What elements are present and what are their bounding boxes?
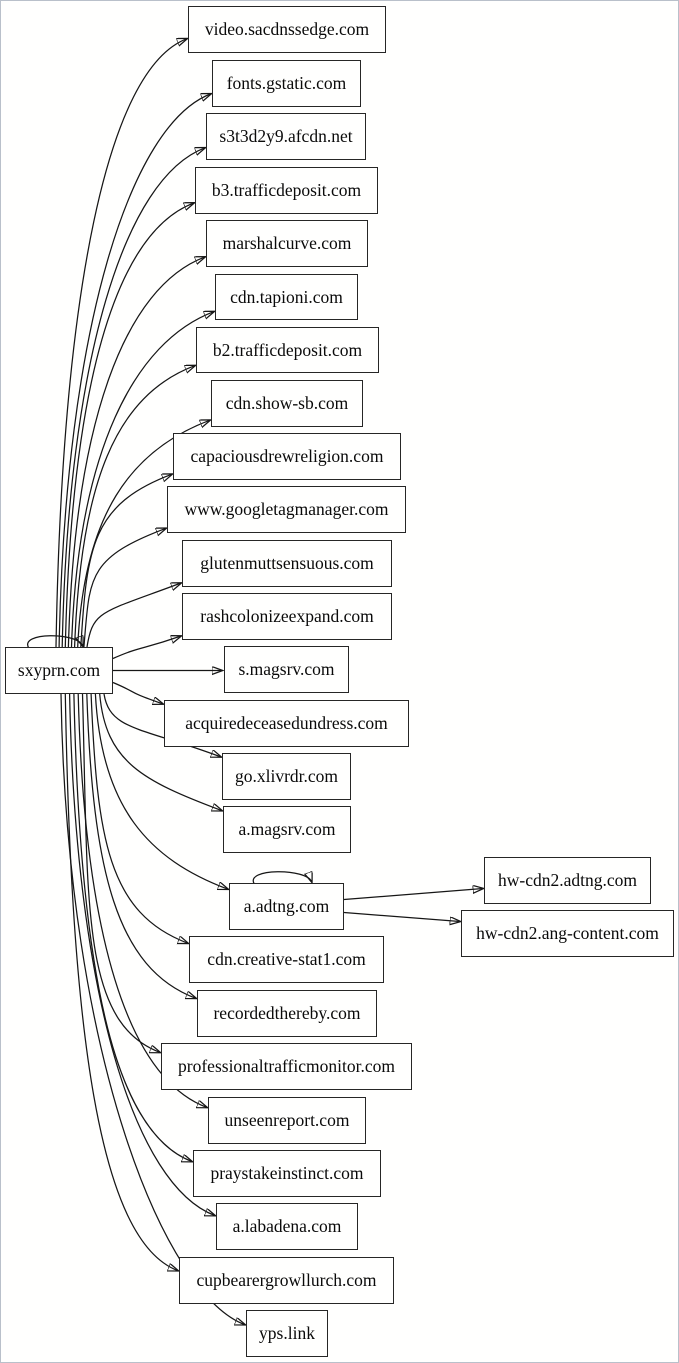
graph-node-capaciousdrewreligion: capaciousdrewreligion.com xyxy=(173,433,401,480)
graph-node-label: marshalcurve.com xyxy=(222,233,352,253)
graph-node-www_googletagmanager: www.googletagmanager.com xyxy=(167,486,406,533)
graph-node-label: hw-cdn2.ang-content.com xyxy=(476,923,659,943)
edge-sxyprn-to-a_adtng xyxy=(94,693,228,889)
graph-node-label: rashcolonizeexpand.com xyxy=(200,606,374,626)
edge-sxyprn-to-cupbearergrowllurch xyxy=(64,693,178,1271)
graph-node-label: cdn.show-sb.com xyxy=(225,393,349,413)
graph-node-sxyprn: sxyprn.com xyxy=(5,647,113,694)
edge-sxyprn-to-praystakeinstinct xyxy=(73,693,192,1162)
edge-sxyprn-to-cdn_creative_stat1 xyxy=(90,693,188,943)
edge-sxyprn-to-fonts_gstatic xyxy=(58,94,211,648)
edge-a_adtng-to-hw_cdn2_adtng xyxy=(343,889,483,901)
graph-node-label: www.googletagmanager.com xyxy=(184,499,389,519)
graph-node-b3_trafficdeposit: b3.trafficdeposit.com xyxy=(195,167,378,214)
edge-sxyprn-to-rashcolonizeexpand xyxy=(112,636,181,660)
edge-sxyprn-to-www_googletagmanager xyxy=(83,528,166,648)
graph-node-recordedthereby: recordedthereby.com xyxy=(197,990,377,1037)
graph-node-label: professionaltrafficmonitor.com xyxy=(178,1056,395,1076)
graph-node-label: cdn.tapioni.com xyxy=(230,286,343,307)
graph-node-label: capaciousdrewreligion.com xyxy=(190,446,384,466)
graph-node-cdn_show_sb: cdn.show-sb.com xyxy=(211,380,363,427)
graph-node-cdn_creative_stat1: cdn.creative-stat1.com xyxy=(189,936,384,983)
graph-node-label: hw-cdn2.adtng.com xyxy=(498,870,637,890)
graph-node-acquiredeceasedundress: acquiredeceasedundress.com xyxy=(164,700,409,747)
edge-sxyprn-to-acquiredeceasedundress xyxy=(112,681,163,705)
graph-node-unseenreport: unseenreport.com xyxy=(208,1097,366,1144)
edge-sxyprn-to-professionaltrafficmonitor xyxy=(81,693,161,1052)
edge-sxyprn-to-capaciousdrewreligion xyxy=(80,474,172,648)
graph-node-video_sacdnssedge: video.sacdnssedge.com xyxy=(188,6,386,53)
graph-node-label: praystakeinstinct.com xyxy=(210,1163,364,1183)
edge-sxyprn-to-marshalcurve xyxy=(67,257,205,648)
graph-node-yps_link: yps.link xyxy=(246,1310,328,1357)
graph-node-label: a.magsrv.com xyxy=(238,819,336,839)
graph-node-label: s.magsrv.com xyxy=(238,659,335,679)
graph-node-label: video.sacdnssedge.com xyxy=(204,19,370,39)
edge-sxyprn-to-cdn_tapioni xyxy=(70,312,215,648)
graph-node-hw_cdn2_ang_content: hw-cdn2.ang-content.com xyxy=(461,910,674,957)
edge-sxyprn-to-s3t3d2y9_afcdn xyxy=(61,148,205,648)
edge-sxyprn-to-video_sacdnssedge xyxy=(55,39,187,648)
edge-sxyprn-to-b3_trafficdeposit xyxy=(64,203,194,648)
graph-node-s_magsrv: s.magsrv.com xyxy=(224,646,349,693)
graph-node-b2_trafficdeposit: b2.trafficdeposit.com xyxy=(196,327,379,373)
graph-node-fonts_gstatic: fonts.gstatic.com xyxy=(212,60,361,107)
graph-node-label: acquiredeceasedundress.com xyxy=(185,713,388,733)
edge-sxyprn-to-a_labadena xyxy=(68,693,215,1216)
edge-a_adtng-to-a_adtng xyxy=(252,872,312,884)
graph-node-glutenmuttsensuous: glutenmuttsensuous.com xyxy=(182,540,392,587)
graph-node-label: cdn.creative-stat1.com xyxy=(207,949,366,969)
graph-node-label: go.xlivrdr.com xyxy=(234,766,339,786)
graph-node-label: unseenreport.com xyxy=(224,1110,350,1130)
graph-node-professionaltrafficmonitor: professionaltrafficmonitor.com xyxy=(161,1043,412,1090)
graph-node-a_labadena: a.labadena.com xyxy=(216,1203,358,1250)
graph-node-marshalcurve: marshalcurve.com xyxy=(206,220,368,267)
edge-sxyprn-to-recordedthereby xyxy=(86,693,196,998)
graph-node-rashcolonizeexpand: rashcolonizeexpand.com xyxy=(182,593,392,640)
graph-node-a_magsrv: a.magsrv.com xyxy=(223,806,351,853)
graph-node-praystakeinstinct: praystakeinstinct.com xyxy=(193,1150,381,1197)
edge-sxyprn-to-b2_trafficdeposit xyxy=(73,366,195,648)
edge-sxyprn-to-a_magsrv xyxy=(99,693,222,811)
graph-node-hw_cdn2_adtng: hw-cdn2.adtng.com xyxy=(484,857,651,904)
edge-sxyprn-to-go_xlivrdr xyxy=(103,693,221,757)
graph-node-s3t3d2y9_afcdn: s3t3d2y9.afcdn.net xyxy=(206,113,366,160)
graph-node-label: recordedthereby.com xyxy=(213,1003,361,1023)
graph-node-label: b3.trafficdeposit.com xyxy=(211,180,362,200)
graph-node-label: b2.trafficdeposit.com xyxy=(212,339,363,360)
graph-node-label: sxyprn.com xyxy=(17,660,101,680)
graph-node-label: glutenmuttsensuous.com xyxy=(200,553,374,573)
graph-node-label: fonts.gstatic.com xyxy=(226,73,347,93)
edge-sxyprn-to-sxyprn xyxy=(27,636,83,648)
graph-node-a_adtng: a.adtng.com xyxy=(229,883,344,930)
graph-node-label: s3t3d2y9.afcdn.net xyxy=(219,126,353,146)
graph-node-cupbearergrowllurch: cupbearergrowllurch.com xyxy=(179,1257,394,1304)
graph-node-cdn_tapioni: cdn.tapioni.com xyxy=(215,274,358,320)
graph-node-label: yps.link xyxy=(259,1323,315,1343)
edge-a_adtng-to-hw_cdn2_ang_content xyxy=(343,911,460,922)
edge-sxyprn-to-glutenmuttsensuous xyxy=(86,583,181,648)
graph-node-go_xlivrdr: go.xlivrdr.com xyxy=(222,753,351,800)
graph-node-label: a.labadena.com xyxy=(232,1216,342,1236)
graph-node-label: a.adtng.com xyxy=(243,896,330,916)
graph-node-label: cupbearergrowllurch.com xyxy=(196,1270,377,1290)
